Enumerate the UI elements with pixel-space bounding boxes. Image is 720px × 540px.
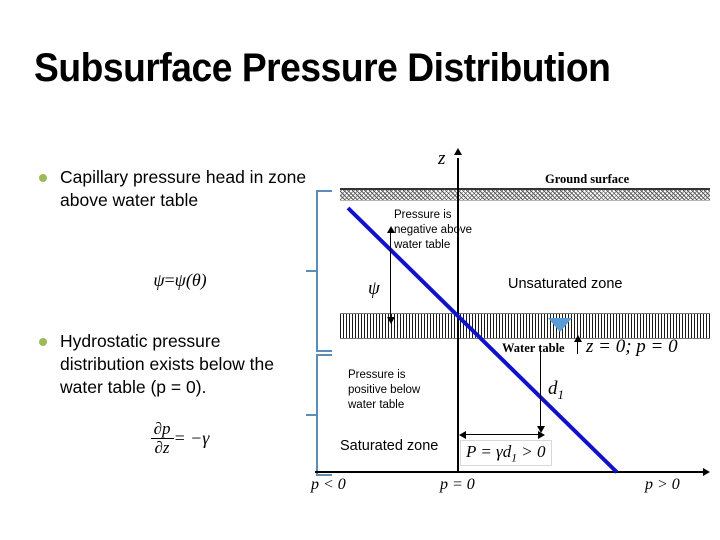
bullet-text: Capillary pressure head in zone above wa… <box>60 167 307 210</box>
d1-arrowhead-down-icon <box>537 426 545 433</box>
eq1-lhs: ψ <box>153 270 165 290</box>
d1-label: d1 <box>548 378 564 403</box>
water-table-pointer-line <box>577 340 578 354</box>
equation-hydrostatic: ∂p ∂z = −γ <box>95 420 265 457</box>
eq1-rhs-arg: (θ) <box>185 270 207 290</box>
psi-arrowhead-down-icon <box>387 317 395 324</box>
brace-arm-bottom <box>316 474 332 476</box>
eq1-rhs-fn: ψ <box>174 270 186 290</box>
p-axis-line <box>315 471 705 473</box>
equation-capillary-head: ψ=ψ(θ) <box>100 270 260 291</box>
water-table-label: Water table <box>502 341 565 355</box>
p-measure-line <box>465 434 541 435</box>
pressure-equation-lhs: P = γd <box>466 442 512 461</box>
d1-measure-line <box>540 345 541 429</box>
brace-upper <box>306 190 332 352</box>
note-negative-pressure-text: Pressure is negative above water table <box>394 209 473 251</box>
bullet-block-1: Capillary pressure head in zone above wa… <box>32 166 307 212</box>
z-axis-label: z <box>438 148 446 169</box>
bullet-block-2: Hydrostatic pressure distribution exists… <box>32 330 307 399</box>
unsaturated-zone-label: Unsaturated zone <box>508 276 623 292</box>
pressure-equation-box: P = γd1 > 0 <box>460 440 552 467</box>
brace-lower <box>306 354 332 476</box>
brace-tip <box>306 414 318 416</box>
note-positive-pressure: Pressure is positive below water table <box>348 368 430 413</box>
fraction-dp-dz: ∂p ∂z <box>150 419 174 457</box>
psi-arrowhead-up-icon <box>387 226 395 233</box>
bullet-dot-icon <box>39 174 47 182</box>
water-table-value-label: z = 0; p = 0 <box>586 336 678 357</box>
note-positive-pressure-text: Pressure is positive below water table <box>348 369 421 411</box>
d1-label-text: d <box>548 378 558 399</box>
d1-label-sub: 1 <box>557 386 564 402</box>
water-table-pointer-arrowhead-icon <box>574 335 582 342</box>
bullet-item-capillary: Capillary pressure head in zone above wa… <box>32 166 307 212</box>
saturated-zone-label: Saturated zone <box>340 438 439 454</box>
brace-arm-top <box>316 190 332 192</box>
eq1-equals: = <box>164 270 175 290</box>
fraction-denominator: ∂z <box>150 437 174 457</box>
psi-label: ψ <box>368 278 380 299</box>
axis-label-p-positive: p > 0 <box>645 476 680 493</box>
pressure-equation-tail: > 0 <box>517 442 546 461</box>
ground-surface-band <box>340 188 710 201</box>
bullet-dot-icon <box>39 338 47 346</box>
pressure-distribution-diagram: z Ground surface Pressure is negative ab… <box>311 140 720 510</box>
note-negative-pressure: Pressure is negative above water table <box>394 208 480 253</box>
water-table-triangle-icon <box>548 318 572 332</box>
p-arrowhead-right-icon <box>538 431 545 439</box>
axis-label-p-negative: p < 0 <box>311 476 346 493</box>
ground-surface-label: Ground surface <box>545 172 630 186</box>
bullet-text: Hydrostatic pressure distribution exists… <box>60 331 274 397</box>
bullet-item-hydrostatic: Hydrostatic pressure distribution exists… <box>32 330 307 399</box>
pressure-equation-text: P = γd1 > 0 <box>466 442 546 465</box>
water-table-band <box>340 313 710 339</box>
p-axis-arrowhead-icon <box>703 468 710 476</box>
pressure-equation-sub: 1 <box>511 451 518 465</box>
brace-tip <box>306 270 318 272</box>
brace-arm-bottom <box>316 350 332 352</box>
brace-arm-top <box>316 354 332 356</box>
page-title: Subsurface Pressure Distribution <box>34 46 611 90</box>
p-arrowhead-left-icon <box>459 431 466 439</box>
psi-measure-line <box>390 232 391 320</box>
fraction-numerator: ∂p <box>153 419 171 438</box>
eq2-rhs: = −γ <box>173 427 210 448</box>
axis-label-p-zero: p = 0 <box>440 476 475 493</box>
z-axis-arrowhead-icon <box>454 148 462 155</box>
